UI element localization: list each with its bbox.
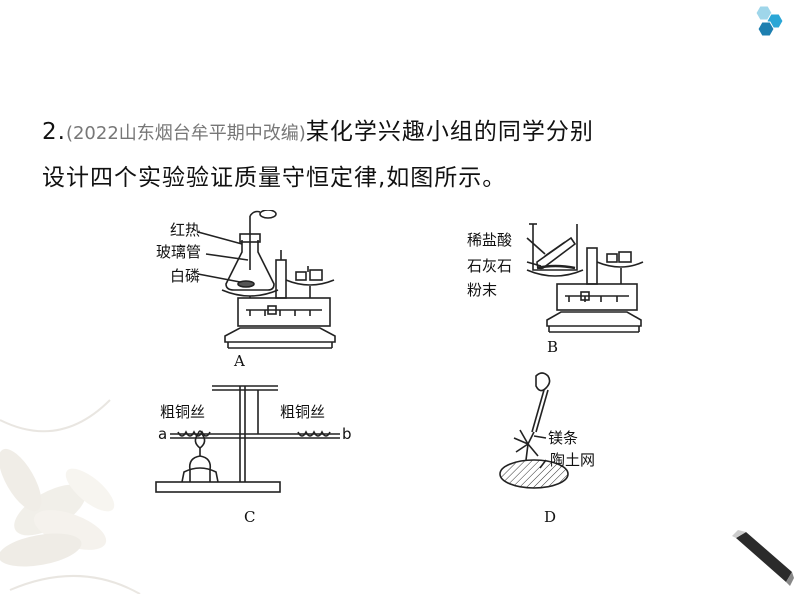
- figure-d-drawing: [499, 372, 569, 489]
- figure-b-label-limestone: 石灰石: [467, 257, 513, 275]
- pen-icon: [728, 528, 794, 598]
- question-line-2: 设计四个实验验证质量守恒定律,如图所示。: [42, 165, 507, 191]
- question-line-1: 2.(2022山东烟台牟平期中改编)某化学兴趣小组的同学分别: [42, 110, 742, 156]
- figure-c-drawing: [155, 385, 340, 493]
- figure-c-label-wire-left: 粗铜丝: [160, 403, 206, 421]
- figure-d-caption: D: [544, 508, 557, 526]
- figure-b: 稀盐酸 石灰石 粉末 B: [465, 218, 645, 368]
- figure-a-caption: A: [234, 352, 245, 370]
- figure-d-label-gauze: 陶土网: [550, 451, 596, 469]
- figure-a-label-tube: 玻璃管: [156, 243, 202, 261]
- figure-c: 粗铜丝 粗铜丝 a b C: [150, 378, 360, 528]
- figure-a: 红热 玻璃管 白磷 A: [150, 210, 350, 380]
- figure-b-caption: B: [547, 338, 559, 356]
- flower-decoration: [0, 360, 200, 598]
- figure-b-label-powder: 粉末: [467, 281, 498, 299]
- figure-a-drawing: [197, 210, 336, 349]
- figure-c-label-b: b: [342, 425, 352, 443]
- figure-d-label-magnesium: 镁条: [548, 429, 579, 447]
- question-line-1-text: 某化学兴趣小组的同学分别: [305, 119, 594, 145]
- figure-b-label-acid: 稀盐酸: [467, 231, 513, 249]
- figure-b-drawing: [526, 223, 644, 333]
- figure-c-caption: C: [244, 508, 256, 526]
- question-number: 2.: [42, 119, 66, 145]
- question-source: (2022山东烟台牟平期中改编): [65, 123, 306, 144]
- figure-c-label-wire-right: 粗铜丝: [280, 403, 326, 421]
- figure-d: 镁条 陶土网 D: [490, 368, 650, 528]
- figure-a-label-hot: 红热: [170, 221, 201, 239]
- figure-c-label-a: a: [158, 425, 168, 443]
- figure-a-label-phosphorus: 白磷: [170, 267, 201, 285]
- question-text: 2.(2022山东烟台牟平期中改编)某化学兴趣小组的同学分别 设计四个实验验证质…: [42, 110, 742, 200]
- hexagon-icon: [740, 0, 790, 46]
